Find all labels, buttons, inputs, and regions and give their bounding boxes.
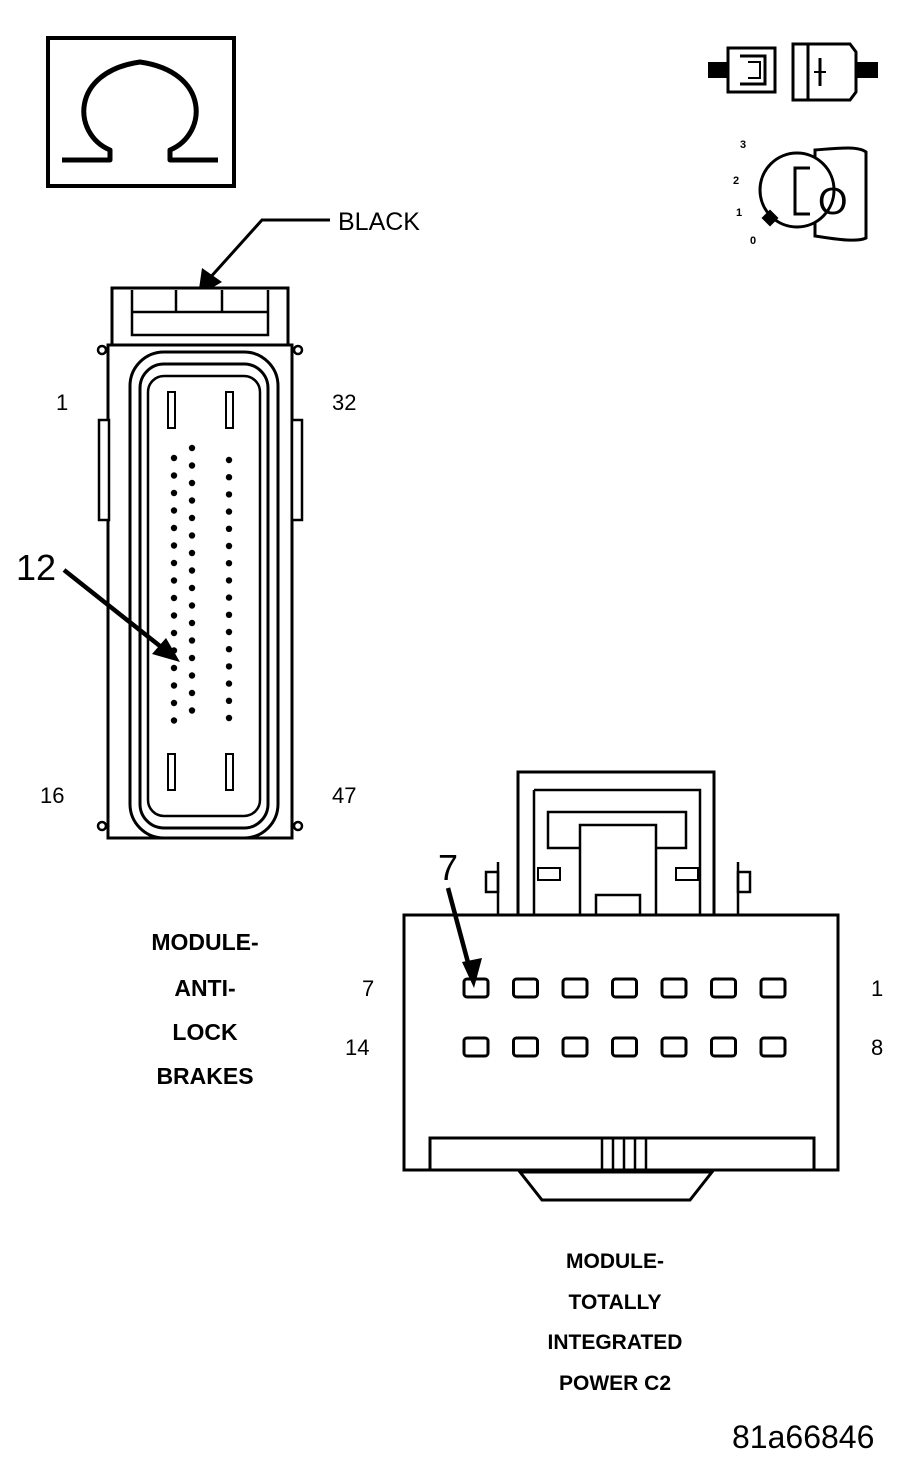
abs-pin <box>225 456 233 464</box>
abs-pin <box>170 472 178 479</box>
connector-color-label: BLACK <box>338 208 420 236</box>
tipm-cavity <box>710 1036 737 1058</box>
abs-pin <box>170 612 178 619</box>
tipm-module-name-line3: INTEGRATED <box>548 1331 683 1354</box>
tipm-cavity <box>759 1036 787 1058</box>
abs-pin <box>225 646 233 653</box>
tipm-cavity <box>512 977 539 999</box>
connector-disconnected-icon <box>708 42 878 102</box>
abs-pin <box>188 462 196 469</box>
abs-pin <box>225 594 233 601</box>
abs-pin-label-bottom-left: 16 <box>40 783 64 808</box>
ignition-position-2: 2 <box>733 175 739 187</box>
abs-pin <box>188 637 196 644</box>
ignition-position-1: 1 <box>736 207 742 219</box>
tipm-row1-right-label: 1 <box>871 976 883 1001</box>
abs-pin <box>188 707 196 714</box>
abs-pin <box>170 542 178 549</box>
abs-callout-pin-number: 12 <box>16 547 56 588</box>
abs-pin <box>170 717 178 724</box>
abs-pin <box>225 628 233 636</box>
abs-module-name-line4: BRAKES <box>156 1063 253 1089</box>
abs-pin <box>188 567 196 574</box>
abs-pin <box>225 508 233 515</box>
ignition-position-0: 0 <box>750 235 756 247</box>
abs-pin <box>170 577 178 584</box>
ignition-position-3: 3 <box>740 139 746 151</box>
abs-pin <box>170 489 178 497</box>
abs-pin <box>188 619 196 627</box>
abs-pin <box>188 672 196 679</box>
tipm-cavity <box>759 977 787 999</box>
abs-pin <box>188 549 196 557</box>
abs-pin <box>225 491 233 498</box>
tipm-cavity <box>660 977 688 999</box>
tipm-cavity <box>710 977 737 999</box>
abs-pin <box>188 444 196 452</box>
abs-connector: BLACK 1 32 16 47 12 <box>16 208 420 1089</box>
abs-pin <box>170 594 178 602</box>
abs-pin <box>188 654 196 662</box>
tipm-module-name-line4: POWER C2 <box>559 1372 671 1395</box>
abs-pin <box>170 559 178 567</box>
abs-pin <box>188 479 196 487</box>
abs-pin-label-top-left: 1 <box>56 390 68 415</box>
abs-module-name-line3: LOCK <box>172 1019 238 1045</box>
tipm-module-name-line2: TOTALLY <box>569 1291 662 1314</box>
ignition-key-icon: 3 2 1 0 O <box>733 139 868 247</box>
tipm-cavity-array <box>462 977 787 1058</box>
tipm-row2-left-label: 14 <box>345 1035 369 1060</box>
ohm-icon <box>46 36 236 188</box>
tipm-cavity <box>561 977 589 999</box>
abs-pin <box>170 664 178 672</box>
abs-module-name-line2: ANTI- <box>174 975 235 1001</box>
abs-pin <box>188 602 196 609</box>
abs-pin <box>188 689 196 697</box>
tipm-cavity <box>512 1036 539 1058</box>
abs-pin <box>225 663 233 670</box>
abs-pin <box>225 714 233 722</box>
abs-pin <box>170 699 178 707</box>
abs-pin <box>170 682 178 689</box>
abs-pin <box>225 474 233 481</box>
tipm-cavity <box>611 977 638 999</box>
abs-pin <box>225 697 233 704</box>
abs-pin-label-top-right: 32 <box>332 390 356 415</box>
figure-id: 81a66846 <box>732 1419 874 1455</box>
abs-pin <box>170 454 178 462</box>
tipm-callout-pin-number: 7 <box>438 847 458 888</box>
abs-pin <box>225 611 233 618</box>
tipm-cavity <box>462 977 490 999</box>
abs-pin-array <box>170 444 233 724</box>
tipm-row1-left-label: 7 <box>362 976 374 1001</box>
abs-pin <box>225 560 233 567</box>
tipm-row2-right-label: 8 <box>871 1035 883 1060</box>
tipm-module-name-line1: MODULE- <box>566 1250 664 1273</box>
tipm-cavity <box>611 1036 638 1058</box>
ignition-key-label: O <box>818 181 848 223</box>
abs-pin <box>225 577 233 584</box>
abs-pin <box>225 680 233 687</box>
abs-pin <box>170 507 178 514</box>
abs-pin <box>225 542 233 550</box>
abs-pin-label-bottom-right: 47 <box>332 783 356 808</box>
tipm-cavity <box>660 1036 688 1058</box>
abs-pin <box>188 497 196 504</box>
tipm-cavity <box>462 1036 490 1058</box>
tipm-c2-connector: 7 1 14 8 7 MODULE- TOTALLY INTEGRATED PO… <box>345 770 883 1395</box>
abs-pin <box>188 514 196 522</box>
abs-pin <box>225 525 233 532</box>
abs-pin <box>170 629 178 637</box>
abs-pin <box>188 532 196 539</box>
abs-pin <box>170 524 178 532</box>
abs-module-name-line1: MODULE- <box>151 929 258 955</box>
abs-pin <box>188 584 196 592</box>
tipm-cavity <box>561 1036 589 1058</box>
